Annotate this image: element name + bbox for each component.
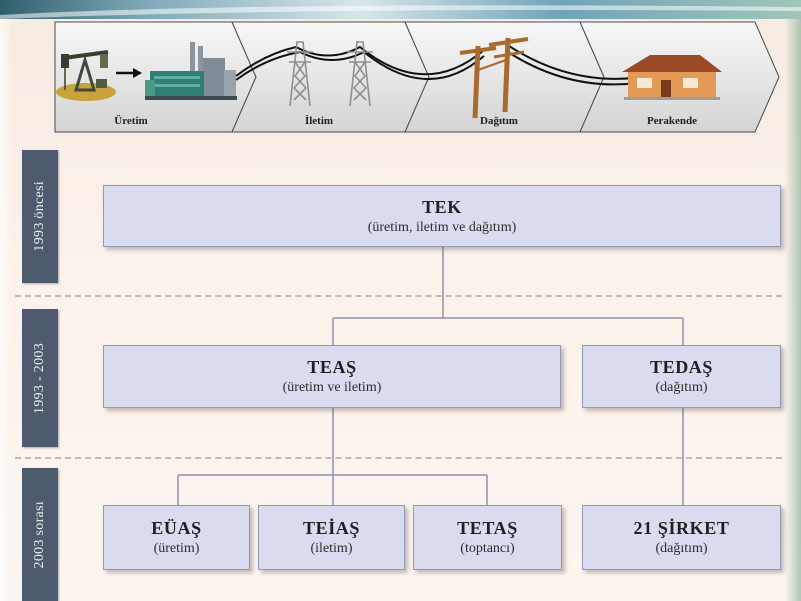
power-plant-icon	[145, 42, 237, 100]
org-subtitle: (iletim)	[310, 541, 353, 556]
stage-label-uretim: Üretim	[114, 115, 148, 127]
org-title: EÜAŞ	[151, 518, 202, 538]
pumpjack-icon	[56, 50, 116, 101]
transmission-tower-icon	[287, 41, 313, 107]
stage-label-perakende: Perakende	[646, 115, 698, 127]
org-title: 21 ŞİRKET	[633, 518, 730, 538]
org-subtitle: (toptancı)	[460, 541, 515, 556]
org-subtitle: (dağıtım)	[655, 541, 708, 556]
value-chain-banner	[0, 0, 801, 133]
period-label-after-2003: 2003 sorası	[22, 468, 58, 601]
period-label-before-1993: 1993 öncesi	[22, 150, 58, 283]
org-box-teias: TEİAŞ (iletim)	[258, 505, 405, 570]
org-box-tetas: TETAŞ (toptancı)	[413, 505, 562, 570]
org-box-teas: TEAŞ (üretim ve iletim)	[103, 345, 561, 408]
org-box-euas: EÜAŞ (üretim)	[103, 505, 250, 570]
transmission-tower-icon	[347, 41, 373, 107]
org-title: TEDAŞ	[649, 357, 714, 377]
org-subtitle: (üretim)	[153, 541, 200, 556]
house-icon	[622, 55, 722, 100]
org-box-tedas: TEDAŞ (dağıtım)	[582, 345, 781, 408]
header-swoosh	[0, 0, 801, 19]
org-box-tek: TEK (üretim, iletim ve dağıtım)	[103, 185, 781, 247]
org-title: TEİAŞ	[302, 518, 361, 538]
stage-label-dagitim: Dağıtım	[480, 115, 518, 127]
arrow-right-icon	[116, 68, 142, 78]
right-edge-decoration	[785, 0, 801, 601]
period-separator	[15, 457, 782, 459]
org-subtitle: (dağıtım)	[655, 380, 708, 395]
stage-label-iletim: İletim	[304, 115, 334, 127]
period-separator	[15, 295, 782, 297]
period-label-1993-2003: 1993 - 2003	[22, 309, 58, 447]
org-title: TETAŞ	[457, 518, 518, 538]
org-subtitle: (üretim, iletim ve dağıtım)	[367, 219, 517, 235]
org-title: TEK	[422, 196, 462, 217]
org-box-21-sirket: 21 ŞİRKET (dağıtım)	[582, 505, 781, 570]
org-title: TEAŞ	[307, 357, 357, 377]
left-edge-decoration	[0, 0, 12, 601]
utility-pole-icon	[459, 37, 529, 119]
org-subtitle: (üretim ve iletim)	[282, 380, 382, 395]
